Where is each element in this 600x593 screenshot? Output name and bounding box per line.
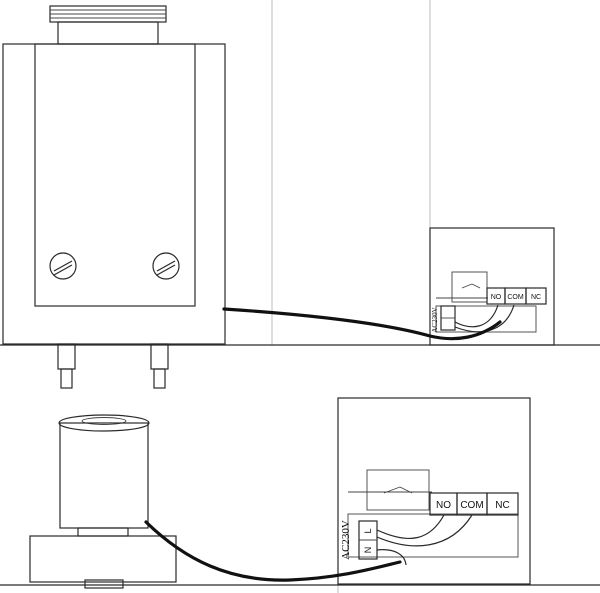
terminal-nc-top (525, 287, 547, 305)
valve-neck (77, 527, 129, 537)
relay-enclosure-bottom (337, 397, 531, 585)
heater-body (2, 43, 226, 345)
bottom-scene: NO COM NC L N AC230V (0, 397, 600, 593)
supply-l-label: L (363, 528, 373, 533)
heater-pipe-left (57, 343, 76, 389)
terminal-nc-label-bottom: NC (495, 500, 509, 511)
solenoid-valve (29, 414, 177, 589)
terminal-no-label-bottom: NO (436, 500, 451, 511)
relay-box-top: NO COM NC AC230V (429, 227, 555, 346)
internal-wire-top-1 (454, 304, 499, 328)
internal-wire-top-2 (454, 304, 515, 333)
terminal-com-label-bottom: COM (460, 500, 483, 511)
cable-top (222, 307, 502, 341)
terminal-com-label-top: COM (507, 294, 524, 301)
heater-front-panel (34, 43, 196, 307)
relay-coil-top (451, 271, 488, 303)
heater-top-neck (57, 21, 159, 45)
heater-pipe-right (150, 343, 169, 389)
valve-coil (59, 422, 149, 529)
terminal-nc-label-top: NC (531, 294, 541, 301)
internal-wire-bottom-3 (376, 549, 407, 566)
relay-base-top (435, 305, 537, 333)
knob-left-icon (49, 252, 77, 280)
cable-bottom (144, 520, 402, 582)
supply-n-label: N (363, 547, 373, 554)
terminal-nc-bottom (486, 492, 519, 516)
top-scene: NO COM NC AC230V (0, 0, 600, 389)
internal-wire-bottom-1 (376, 514, 445, 539)
voltage-label-top: AC230V (431, 307, 439, 332)
relay-base-bottom (347, 513, 519, 558)
relay-box-bottom: NO COM NC L N AC230V (337, 397, 531, 585)
valve-bottom-fitting (84, 579, 124, 589)
valve-top-cap (58, 414, 150, 432)
relay-enclosure-top (429, 227, 555, 346)
internal-wire-bottom-2 (376, 514, 473, 547)
relay-coil-bottom (366, 469, 430, 511)
water-heater (2, 5, 226, 389)
terminal-no-label-top: NO (491, 294, 502, 301)
valve-body (29, 535, 177, 583)
voltage-label-bottom: AC230V (340, 520, 352, 560)
knob-right-icon (152, 252, 180, 280)
